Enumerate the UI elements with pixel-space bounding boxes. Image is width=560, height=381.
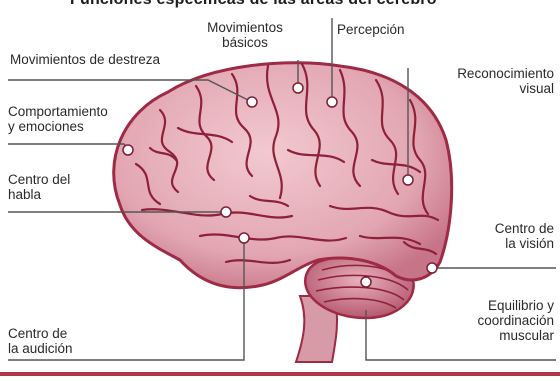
label-line: Comportamiento — [8, 104, 108, 119]
label-line: Reconocimiento — [422, 66, 554, 81]
marker-basicos — [293, 83, 303, 93]
label-text: Percepción — [337, 22, 405, 37]
label-centro-vision: Centro de la visión — [454, 221, 554, 251]
label-line: básicos — [190, 35, 300, 50]
label-line: visual — [422, 81, 554, 96]
bottom-accent-rule — [0, 372, 560, 376]
marker-destreza — [247, 97, 257, 107]
label-line: Equilibrio y — [434, 298, 554, 313]
label-movimientos-destreza: Movimientos de destreza — [10, 52, 160, 67]
label-equilibrio: Equilibrio y coordinación muscular — [434, 298, 554, 343]
label-reconocimiento-visual: Reconocimiento visual — [422, 66, 554, 96]
label-centro-habla: Centro del habla — [8, 172, 70, 202]
label-line: y emociones — [8, 119, 108, 134]
label-line: la visión — [454, 236, 554, 251]
marker-comportamiento — [123, 145, 133, 155]
label-line: la audición — [8, 341, 73, 356]
cerebrum-shape — [114, 63, 452, 288]
label-line: Centro del — [8, 172, 70, 187]
marker-reconocimiento — [403, 175, 413, 185]
marker-vision — [427, 263, 437, 273]
label-line: muscular — [434, 328, 554, 343]
line-comportamiento — [8, 144, 128, 150]
label-line: coordinación — [434, 313, 554, 328]
label-centro-audicion: Centro de la audición — [8, 326, 73, 356]
label-percepcion: Percepción — [337, 22, 405, 37]
marker-audicion — [239, 233, 249, 243]
marker-equilibrio — [361, 277, 371, 287]
marker-habla — [221, 207, 231, 217]
label-text: Movimientos de destreza — [10, 52, 160, 67]
label-line: Movimientos — [190, 20, 300, 35]
label-line: Centro de — [454, 221, 554, 236]
label-comportamiento: Comportamiento y emociones — [8, 104, 108, 134]
label-line: habla — [8, 187, 70, 202]
label-line: Centro de — [8, 326, 73, 341]
label-movimientos-basicos: Movimientos básicos — [190, 20, 300, 50]
marker-percepcion — [327, 97, 337, 107]
